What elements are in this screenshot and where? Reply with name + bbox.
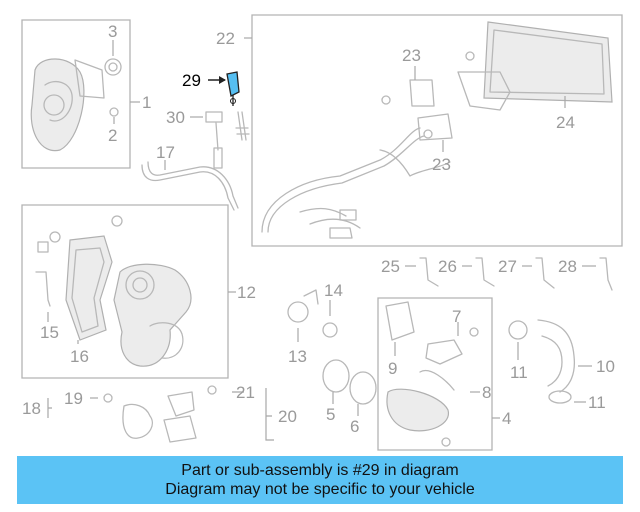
callout-8: 8 (482, 383, 491, 402)
banner-line-1: Part or sub-assembly is #29 in diagram (181, 462, 459, 479)
clamp-13-14 (287, 289, 338, 342)
callout-3: 3 (108, 22, 117, 41)
callout-22: 22 (216, 29, 235, 48)
callout-25: 25 (381, 257, 400, 276)
callout-23b: 23 (432, 155, 451, 174)
callout-7: 7 (452, 307, 461, 326)
group-box-1 (21, 19, 140, 169)
probe-part (235, 111, 250, 141)
callout-29: 29 (182, 71, 201, 90)
callout-24: 24 (556, 113, 575, 132)
callout-26: 26 (438, 257, 457, 276)
callout-6: 6 (350, 417, 359, 436)
clamp-5-6 (322, 359, 377, 416)
callout-4: 4 (502, 409, 511, 428)
parts-diagram: 3 1 2 29 30 17 22 23 23 24 25 26 27 28 1… (21, 14, 623, 451)
callout-2: 2 (108, 126, 117, 145)
callout-11a: 11 (510, 363, 528, 382)
group-box-22 (244, 14, 623, 247)
callout-9: 9 (388, 359, 397, 378)
callout-5: 5 (326, 405, 335, 424)
part-17-pipe (141, 160, 239, 211)
callout-19: 19 (64, 389, 83, 408)
hose-10-11 (508, 319, 592, 404)
callout-17: 17 (156, 143, 175, 162)
callout-14: 14 (324, 281, 343, 300)
callout-21: 21 (236, 383, 255, 402)
group-box-12 (21, 204, 236, 379)
banner-line-2: Diagram may not be specific to your vehi… (165, 481, 475, 498)
callout-10: 10 (596, 357, 615, 376)
parts-25-28 (405, 257, 613, 291)
callout-23a: 23 (402, 46, 421, 65)
callout-13: 13 (288, 347, 307, 366)
bracket-group-18-21 (47, 385, 274, 443)
info-banner: Part or sub-assembly is #29 in diagram D… (17, 456, 623, 504)
callout-15: 15 (40, 323, 59, 342)
callout-16: 16 (70, 347, 89, 366)
callout-27: 27 (498, 257, 517, 276)
part-29-sensor[interactable] (208, 71, 240, 106)
callout-30: 30 (166, 108, 185, 127)
part-30 (190, 111, 223, 169)
callout-11b: 11 (588, 393, 606, 412)
callout-28: 28 (558, 257, 577, 276)
callout-18: 18 (22, 399, 41, 418)
group-box-4 (377, 297, 500, 451)
callout-1: 1 (142, 93, 151, 112)
callout-labels: 3 1 2 29 30 17 22 23 23 24 25 26 27 28 1… (22, 22, 615, 436)
callout-12: 12 (237, 283, 256, 302)
callout-20: 20 (278, 407, 297, 426)
